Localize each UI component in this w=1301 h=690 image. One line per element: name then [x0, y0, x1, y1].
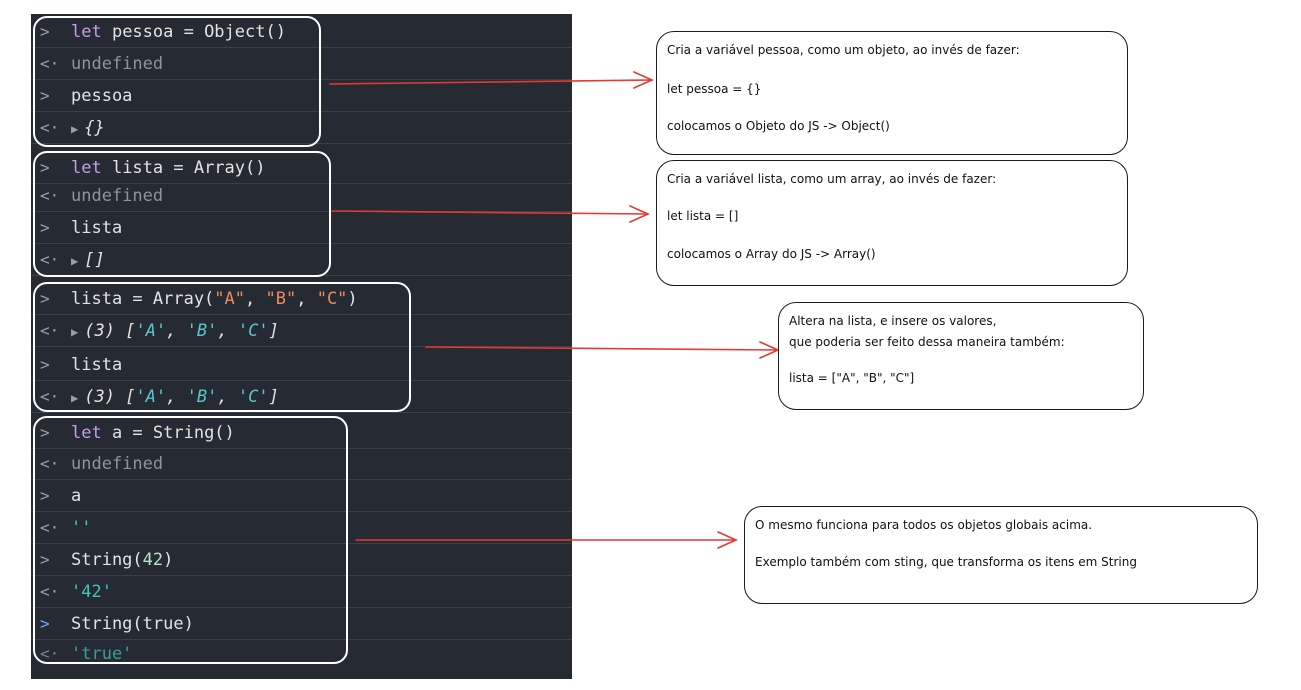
- console-output-line: <· '42': [31, 576, 572, 608]
- output-value: 'true': [71, 644, 133, 664]
- code-text: ): [163, 550, 174, 570]
- code-text: String(: [71, 550, 143, 570]
- console-output-line: <· '': [31, 512, 572, 544]
- note-array: Cria a variável lista, como um array, ao…: [656, 160, 1128, 286]
- input-prompt-icon: >: [40, 550, 50, 569]
- console-output-line[interactable]: <· ▶(3) ['A', 'B', 'C']: [31, 315, 572, 347]
- input-prompt-icon: >: [40, 289, 50, 308]
- keyword: let: [71, 423, 102, 443]
- note-text: colocamos o Objeto do JS -> Object(): [667, 119, 890, 133]
- output-value: '42': [71, 582, 112, 602]
- output-prompt-icon: <·: [40, 582, 60, 601]
- note-text: Cria a variável pessoa, como um objeto, …: [667, 43, 1020, 57]
- output-prompt-icon: <·: [40, 186, 60, 205]
- expand-triangle-icon[interactable]: ▶: [71, 122, 79, 136]
- console-output-line: <· undefined: [31, 448, 572, 480]
- note-text: Cria a variável lista, como um array, ao…: [667, 172, 997, 186]
- array-item: 'C': [237, 387, 269, 407]
- console-input-line[interactable]: > lista: [31, 212, 572, 244]
- console-input-line[interactable]: > pessoa: [31, 80, 572, 112]
- output-prompt-icon: <·: [40, 54, 60, 73]
- array-item: 'A': [135, 387, 167, 407]
- note-text: Exemplo também com sting, que transforma…: [755, 555, 1137, 569]
- code-text: pessoa = Object(): [101, 22, 286, 42]
- object-preview: []: [84, 250, 105, 270]
- object-preview: {}: [84, 118, 105, 138]
- input-prompt-icon: >: [40, 423, 50, 442]
- input-prompt-icon: >: [40, 355, 50, 374]
- output-value: undefined: [71, 54, 164, 74]
- arrow-2: [331, 205, 650, 223]
- console-input-line[interactable]: > let a = String(): [31, 417, 572, 449]
- arrow-3: [425, 341, 780, 359]
- code-text[interactable]: String(true): [71, 614, 194, 634]
- group-outline-string: [33, 416, 348, 664]
- console-input-line[interactable]: > String(true): [31, 608, 572, 640]
- output-prompt-icon: <·: [40, 321, 60, 340]
- string-arg: "B": [265, 289, 297, 309]
- expand-triangle-icon[interactable]: ▶: [71, 391, 79, 405]
- console-output-line[interactable]: <· ▶(3) ['A', 'B', 'C']: [31, 381, 572, 413]
- keyword: let: [71, 22, 102, 42]
- note-text: let pessoa = {}: [667, 82, 762, 96]
- note-text: O mesmo funciona para todos os objetos g…: [755, 518, 1093, 532]
- group-outline-array-values: [33, 282, 411, 412]
- expand-triangle-icon[interactable]: ▶: [71, 325, 79, 339]
- code-text: a = String(): [101, 423, 235, 443]
- array-item: 'B': [186, 387, 218, 407]
- arrow-4: [355, 531, 738, 549]
- note-text: colocamos o Array do JS -> Array(): [667, 247, 876, 261]
- console-input-line[interactable]: > lista = Array("A", "B", "C"): [31, 283, 572, 315]
- number-arg: 42: [142, 550, 164, 570]
- output-prompt-icon: <·: [40, 118, 60, 137]
- code-text: lista: [71, 355, 123, 375]
- output-value: undefined: [71, 186, 164, 206]
- expand-triangle-icon[interactable]: ▶: [71, 254, 79, 268]
- note-text: lista = ["A", "B", "C"]: [789, 371, 915, 385]
- keyword: let: [71, 158, 102, 178]
- group-outline-array: [33, 151, 331, 277]
- array-item: 'C': [237, 321, 269, 341]
- code-text: lista: [71, 218, 123, 238]
- array-count: (3): [84, 387, 115, 407]
- console-output-line[interactable]: <· ▶ {}: [31, 112, 572, 144]
- group-outline-object: [33, 16, 321, 147]
- console-output-line: <· undefined: [31, 48, 572, 80]
- console-input-line[interactable]: > String(42): [31, 544, 572, 576]
- input-prompt-icon: >: [40, 86, 50, 105]
- console-input-line[interactable]: > let pessoa = Object(): [31, 16, 572, 48]
- console-input-line[interactable]: > a: [31, 480, 572, 512]
- console-input-line[interactable]: > lista: [31, 349, 572, 381]
- code-text: pessoa: [71, 86, 133, 106]
- code-text: lista = Array(: [71, 289, 215, 309]
- string-arg: "A": [214, 289, 246, 309]
- input-prompt-icon: >: [40, 22, 50, 41]
- note-text: que poderia ser feito dessa maneira tamb…: [789, 335, 1065, 349]
- note-string: O mesmo funciona para todos os objetos g…: [744, 506, 1258, 604]
- array-item: 'B': [186, 321, 218, 341]
- console-input-line[interactable]: > let lista = Array(): [31, 152, 572, 184]
- code-text: a: [71, 486, 82, 506]
- devtools-console: > let pessoa = Object() <· undefined > p…: [31, 14, 572, 679]
- array-item: 'A': [135, 321, 167, 341]
- array-count: (3): [84, 321, 115, 341]
- note-array-values: Altera na lista, e insere os valores, qu…: [778, 302, 1144, 410]
- note-text: Altera na lista, e insere os valores,: [789, 314, 997, 328]
- output-prompt-icon: <·: [40, 518, 60, 537]
- input-prompt-icon: >: [40, 218, 50, 237]
- arrow-1: [329, 71, 654, 89]
- code-text: lista = Array(): [101, 158, 266, 178]
- note-object: Cria a variável pessoa, como um objeto, …: [656, 31, 1128, 155]
- output-prompt-icon: <·: [40, 454, 60, 473]
- input-prompt-icon: >: [40, 486, 50, 505]
- string-arg: "C": [316, 289, 348, 309]
- console-output-line: <· undefined: [31, 180, 572, 212]
- output-value: undefined: [71, 454, 164, 474]
- input-prompt-icon: >: [40, 614, 50, 633]
- note-text: let lista = []: [667, 209, 739, 223]
- output-value: '': [71, 518, 92, 538]
- input-prompt-icon: >: [40, 158, 50, 177]
